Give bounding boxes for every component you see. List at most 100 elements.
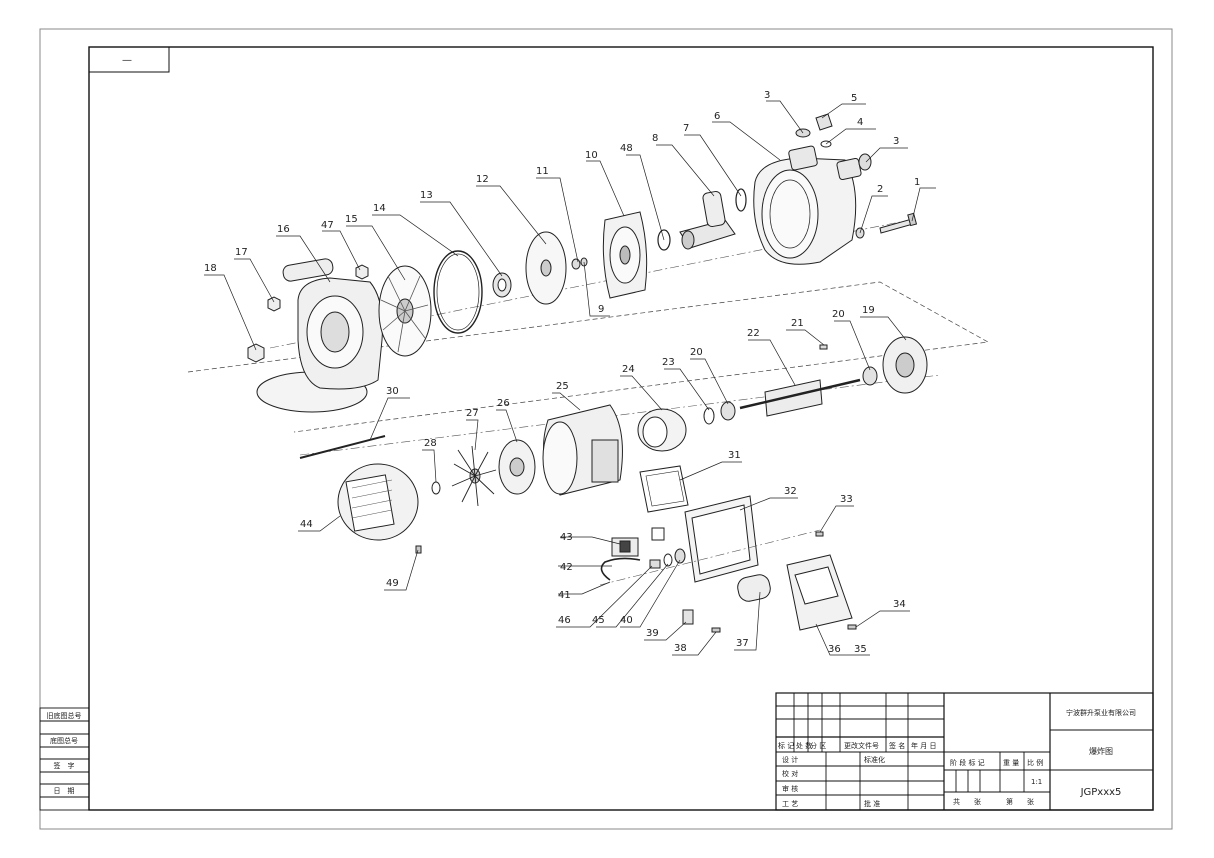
part-11-washer	[571, 258, 581, 270]
part-20-bearing-front	[862, 366, 878, 386]
outer-frame	[39, 28, 1173, 830]
part-label: 2	[877, 184, 883, 195]
part-28-circlip	[431, 481, 441, 495]
part-label: 5	[851, 93, 857, 104]
part-label: 41	[558, 590, 571, 601]
part-label: 17	[235, 247, 248, 258]
tb-stage-mark: 阶 段 标 记	[950, 758, 985, 767]
part-5-vent-plug	[815, 113, 833, 131]
part-46-cable-gland	[649, 559, 661, 569]
tb-scale-value: 1:1	[1031, 778, 1042, 786]
tb-scale: 比 例	[1027, 758, 1043, 767]
part-label: 4	[857, 117, 863, 128]
part-label: 40	[620, 615, 633, 626]
part-label: 39	[646, 628, 659, 639]
part-label: 48	[620, 143, 633, 154]
part-45-washer	[663, 553, 673, 567]
part-label: 20	[690, 347, 703, 358]
part-34-screw	[847, 624, 857, 630]
part-40-grommet	[674, 548, 686, 564]
part-label: 24	[622, 364, 635, 375]
part-label: 26	[497, 398, 510, 409]
tb-header-zone: 分 区	[810, 741, 826, 750]
part-label: 19	[862, 305, 875, 316]
tb-weight: 重 量	[1003, 759, 1019, 767]
assembly-plane-upper	[187, 281, 990, 433]
tb-header-count: 处 数	[796, 741, 812, 750]
part-37-capacitor	[737, 574, 771, 602]
part-7-o-ring	[735, 188, 747, 212]
part-30-tie-rod	[299, 435, 386, 459]
pump-head-assembly	[187, 113, 990, 433]
part-47-nut	[355, 264, 369, 280]
part-label: 10	[585, 150, 598, 161]
part-1-bolt	[879, 218, 914, 234]
part-label: 14	[373, 203, 386, 214]
part-label: 35	[854, 644, 867, 655]
part-33-screw	[815, 531, 824, 537]
part-23-washer	[703, 407, 715, 425]
side-label-date: 日 期	[54, 787, 75, 795]
part-label: 3	[893, 136, 899, 147]
part-label: 9	[598, 304, 604, 315]
part-label: 1	[914, 177, 920, 188]
corner-tab-text: —	[122, 55, 132, 66]
part-label: 6	[714, 111, 720, 122]
title-block	[775, 692, 1154, 811]
part-21-key	[819, 344, 828, 350]
part-label: 28	[424, 438, 437, 449]
part-48-o-ring	[657, 229, 671, 251]
tb-process: 工 艺	[782, 800, 798, 808]
part-label: 30	[386, 386, 399, 397]
part-label: 42	[560, 562, 573, 573]
tb-design: 设 计	[782, 755, 798, 764]
tb-header-mark: 标 记	[778, 741, 794, 750]
part-label: 34	[893, 599, 906, 610]
part-3-plug-side	[858, 153, 872, 171]
tb-review: 审 核	[782, 784, 798, 793]
side-stamp-boxes	[39, 707, 90, 811]
part-label: 47	[321, 220, 334, 231]
part-31-gasket	[639, 465, 689, 513]
part-label: 27	[466, 408, 479, 419]
axis-line-box	[599, 529, 821, 586]
side-label-old-base-no: 旧底图总号	[47, 711, 82, 720]
part-18-nut	[247, 343, 265, 363]
corner-tab	[88, 46, 170, 73]
tb-approve: 批 准	[864, 799, 880, 808]
part-label: 7	[683, 123, 689, 134]
motor-assembly	[299, 336, 941, 554]
part-38-screw	[711, 627, 721, 633]
part-20-bearing-rear	[720, 401, 736, 421]
side-label-signature: 签 字	[54, 761, 75, 770]
part-label: 46	[558, 615, 571, 626]
part-4-o-ring	[820, 140, 832, 148]
part-label: 20	[832, 309, 845, 320]
tb-header-signature: 签 名	[889, 741, 905, 750]
part-label: 22	[747, 328, 760, 339]
part-label: 31	[728, 450, 741, 461]
part-label: 44	[300, 519, 313, 530]
part-17-nut	[267, 296, 281, 312]
terminal-box-assembly	[599, 465, 857, 633]
part-label: 43	[560, 532, 573, 543]
part-label: 25	[556, 381, 569, 392]
part-labels: 1 2 3 3 4 5 6 7 8 48 10 11 9 12 13 14 15…	[204, 90, 920, 655]
part-label: 3	[764, 90, 770, 101]
tb-sheet-no: 第 张	[1006, 797, 1034, 806]
part-label: 32	[784, 486, 797, 497]
title-block-text: 标 记 处 数 分 区 更改文件号 签 名 年 月 日 设 计 标准化 校 对 …	[778, 708, 1136, 808]
part-label: 15	[345, 214, 358, 225]
tb-drawing-code: JGPxxx5	[1080, 787, 1122, 798]
part-label: 37	[736, 638, 749, 649]
tb-company: 宁波群升泵业有限公司	[1066, 708, 1136, 717]
axis-line-motor	[299, 374, 941, 456]
tb-drawing-name: 爆炸图	[1089, 746, 1113, 756]
part-39-clamp	[682, 609, 694, 625]
part-label: 16	[277, 224, 290, 235]
part-label: 36	[828, 644, 841, 655]
part-label: 33	[840, 494, 853, 505]
part-22-rotor	[764, 379, 823, 417]
tb-check: 校 对	[782, 769, 798, 778]
